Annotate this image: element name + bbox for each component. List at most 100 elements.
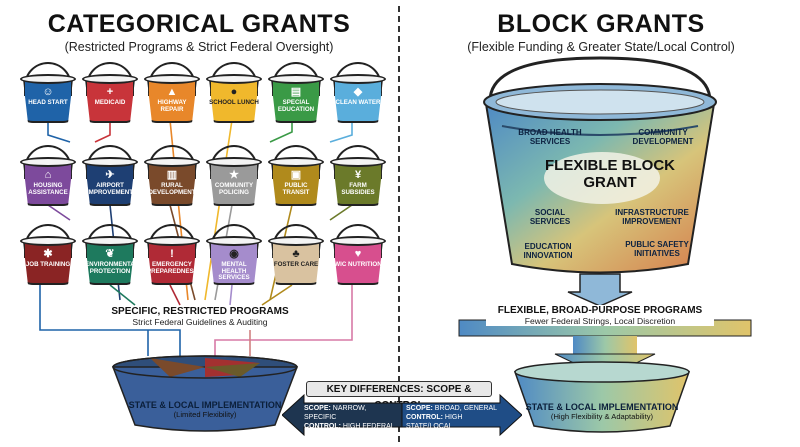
- bucket-label: EMERGENCY PREPAREDNESS: [147, 261, 198, 275]
- right-control-value: HIGH STATE/LOCAL: [406, 414, 463, 431]
- bucket-rim: [268, 157, 324, 167]
- bucket-farm-subsidies: ¥FARM SUBSIDIES: [330, 145, 390, 209]
- key-diff-block: SCOPE: BROAD, GENERAL CONTROL: HIGH STAT…: [406, 404, 506, 431]
- bucket-body: [333, 79, 383, 123]
- bucket-body: [23, 79, 73, 123]
- flexible-block-grant-label: FLEXIBLE BLOCK GRANT: [545, 157, 675, 192]
- state-local-impl-right: STATE & LOCAL IMPLEMENTATION (High Flexi…: [522, 402, 682, 421]
- airplane-icon: ✈: [105, 169, 115, 181]
- bucket-label: FARM SUBSIDIES: [341, 182, 375, 196]
- key-differences-arrow: [282, 393, 522, 437]
- bucket-rim: [82, 236, 138, 246]
- bucket-label: JOB TRAINING: [25, 261, 71, 268]
- bucket-rim: [206, 236, 262, 246]
- specific-programs-title: SPECIFIC, RESTRICTED PROGRAMS: [111, 306, 289, 317]
- bucket-rim: [330, 74, 386, 84]
- bucket-head-start: ☺HEAD START: [20, 62, 80, 126]
- flexible-programs-label: FLEXIBLE, BROAD-PURPOSE PROGRAMS Fewer F…: [486, 305, 714, 326]
- specific-programs-label: SPECIFIC, RESTRICTED PROGRAMS Strict Fed…: [98, 306, 302, 327]
- flexible-programs-subtitle: Fewer Federal Strings, Local Discretion: [524, 316, 676, 326]
- gear-icon: ✱: [43, 248, 53, 260]
- bucket-rim: [82, 157, 138, 167]
- bucket-label: SPECIAL EDUCATION: [277, 99, 315, 113]
- block-grants-subtitle: (Flexible Funding & Greater State/Local …: [467, 40, 735, 54]
- state-local-impl-right-title: STATE & LOCAL IMPLEMENTATION: [525, 402, 679, 412]
- bucket-housing-assistance: ⌂HOUSING ASSISTANCE: [20, 145, 80, 209]
- bucket-label: COMMUNITY POLICING: [214, 182, 254, 196]
- block-grants-title: BLOCK GRANTS: [497, 10, 705, 38]
- bucket-rim: [20, 74, 76, 84]
- bucket-label: HOUSING ASSISTANCE: [28, 182, 68, 196]
- water-drop-icon: ◆: [353, 86, 363, 98]
- flexible-programs-title: FLEXIBLE, BROAD-PURPOSE PROGRAMS: [497, 305, 703, 316]
- leaf-icon: ❦: [105, 248, 115, 260]
- wheat-icon: ¥: [354, 169, 362, 181]
- house-icon: ⌂: [44, 169, 52, 181]
- family-icon: ♣: [292, 248, 300, 260]
- bucket-rim: [206, 157, 262, 167]
- area-public-safety-initiatives: PUBLIC SAFETY INITIATIVES: [625, 240, 689, 259]
- bucket-clean-water: ◆CLEAN WATER: [330, 62, 390, 126]
- block-grant-bucket: [483, 56, 717, 306]
- bucket-label: MEDICAID: [94, 99, 126, 106]
- right-scope-value: BROAD, GENERAL: [434, 405, 498, 412]
- bucket-label: AIRPORT IMPROVEMENT: [86, 182, 134, 196]
- bucket-mental-health-services: ◉MENTAL HEALTH SERVICES: [206, 224, 266, 288]
- bucket-rim: [268, 236, 324, 246]
- specific-programs-subtitle: Strict Federal Guidelines & Auditing: [132, 317, 268, 327]
- bus-icon: ▣: [290, 169, 302, 181]
- bucket-emergency-preparedness: !EMERGENCY PREPAREDNESS: [144, 224, 204, 288]
- area-infrastructure-improvement: INFRASTRUCTURE IMPROVEMENT: [615, 208, 689, 227]
- state-local-basin-left: [111, 355, 299, 432]
- bucket-label: FOSTER CARE: [273, 261, 319, 268]
- bucket-job-training: ✱JOB TRAINING: [20, 224, 80, 288]
- bucket-rim: [144, 74, 200, 84]
- bucket-rim: [268, 74, 324, 84]
- road-icon: ▲: [166, 86, 178, 98]
- bucket-public-transit: ▣PUBLIC TRANSIT: [268, 145, 328, 209]
- state-local-impl-left-title: STATE & LOCAL IMPLEMENTATION: [128, 400, 282, 410]
- left-control-value: HIGH FEDERAL: [342, 423, 395, 431]
- bucket-rural-development: ▥RURAL DEVELOPMENT: [144, 145, 204, 209]
- medical-cross-icon: +: [106, 86, 114, 98]
- bucket-highway-repair: ▲HIGHWAY REPAIR: [144, 62, 204, 126]
- bucket-label: WIC NUTRITION: [334, 261, 382, 268]
- center-divider: [398, 6, 400, 442]
- categorical-grants-title: CATEGORICAL GRANTS: [47, 10, 351, 38]
- bucket-label: HIGHWAY REPAIR: [157, 99, 187, 113]
- right-scope-key: SCOPE:: [406, 405, 433, 412]
- apple-icon: ●: [230, 86, 238, 98]
- bucket-label: RURAL DEVELOPMENT: [148, 182, 196, 196]
- area-education-innovation: EDUCATION INNOVATION: [523, 242, 573, 261]
- area-community-development: COMMUNITY DEVELOPMENT: [632, 128, 694, 147]
- bucket-medicaid: +MEDICAID: [82, 62, 142, 126]
- bucket-rim: [20, 157, 76, 167]
- bucket-school-lunch: ●SCHOOL LUNCH: [206, 62, 266, 126]
- area-broad-health-services: BROAD HEALTH SERVICES: [518, 128, 582, 147]
- left-control-key: CONTROL:: [304, 423, 341, 431]
- key-diff-categorical: SCOPE: NARROW, SPECIFIC CONTROL: HIGH FE…: [304, 404, 400, 431]
- left-scope-key: SCOPE:: [304, 405, 331, 412]
- bucket-rim: [82, 74, 138, 84]
- bucket-environmental-protection: ❦ENVIRONMENTAL PROTECTION: [82, 224, 142, 288]
- categorical-grants-subtitle: (Restricted Programs & Strict Federal Ov…: [64, 40, 334, 54]
- bucket-label: SCHOOL LUNCH: [209, 99, 259, 106]
- state-local-basin-right: [513, 361, 691, 433]
- book-icon: ▤: [290, 86, 302, 98]
- state-local-impl-left: STATE & LOCAL IMPLEMENTATION (Limited Fl…: [120, 400, 290, 419]
- bucket-label: ENVIRONMENTAL PROTECTION: [85, 261, 139, 275]
- badge-icon: ★: [229, 169, 239, 181]
- alert-icon: !: [170, 248, 174, 260]
- bucket-rim: [330, 157, 386, 167]
- bucket-special-education: ▤SPECIAL EDUCATION: [268, 62, 328, 126]
- bucket-foster-care: ♣FOSTER CARE: [268, 224, 328, 288]
- state-local-impl-left-subtitle: (Limited Flexibility): [173, 410, 237, 419]
- child-icon: ☺: [42, 86, 54, 98]
- left-scope-value: NARROW, SPECIFIC: [304, 405, 367, 422]
- bucket-rim: [330, 236, 386, 246]
- barn-icon: ▥: [166, 169, 178, 181]
- bucket-community-policing: ★COMMUNITY POLICING: [206, 145, 266, 209]
- bucket-rim: [206, 74, 262, 84]
- bucket-body: [23, 241, 73, 285]
